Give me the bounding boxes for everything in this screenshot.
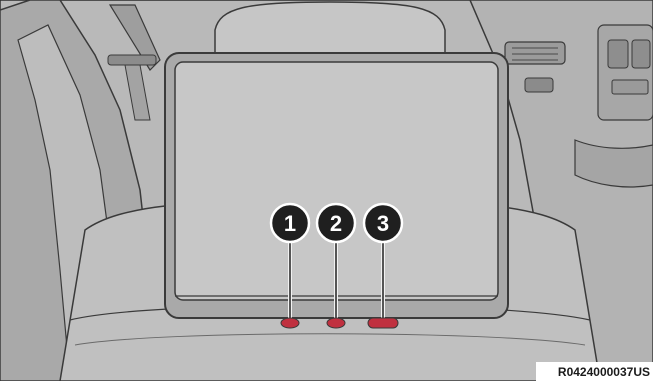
button-3[interactable] <box>368 318 398 328</box>
button-2[interactable] <box>327 318 345 328</box>
svg-text:3: 3 <box>377 211 389 236</box>
svg-text:2: 2 <box>330 211 342 236</box>
headrest <box>215 2 445 60</box>
callout-1: 1 <box>271 204 309 242</box>
air-vent <box>505 42 565 64</box>
callout-3: 3 <box>364 204 402 242</box>
reference-code: R0424000037US <box>558 365 650 379</box>
button-1[interactable] <box>281 318 299 328</box>
svg-text:1: 1 <box>284 211 296 236</box>
callout-2: 2 <box>317 204 355 242</box>
dash-control-panel <box>598 25 653 120</box>
